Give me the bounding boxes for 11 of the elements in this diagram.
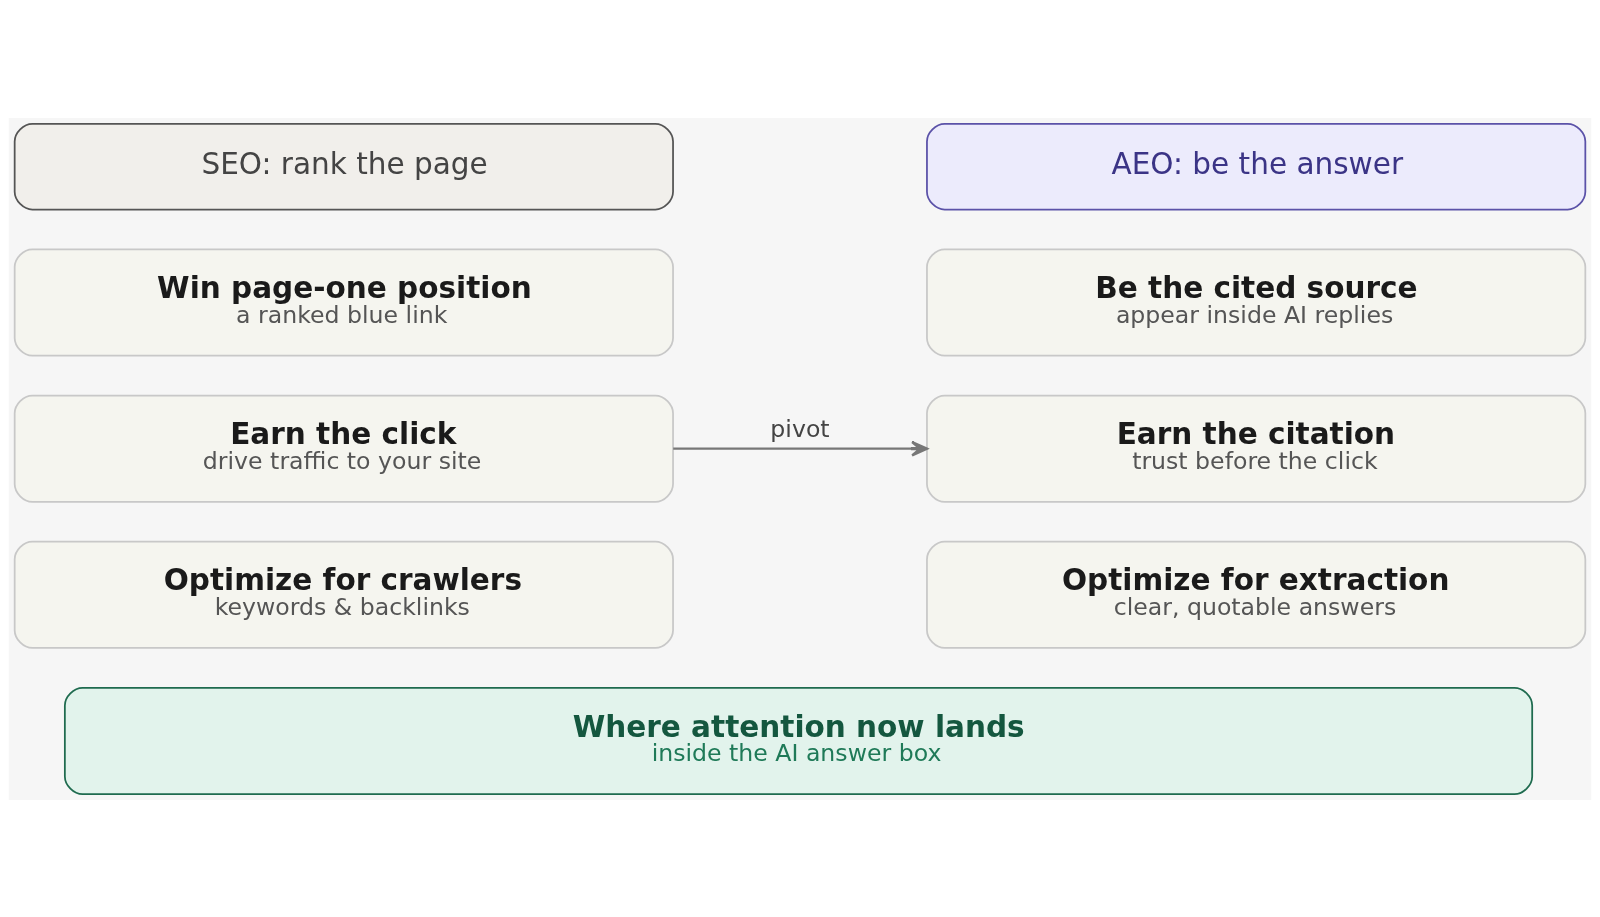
node-box: Earn the click drive traffic to your site — [13, 394, 674, 503]
edge-label: pivot — [770, 414, 830, 443]
node-box: Be the cited source appear inside AI replies — [926, 248, 1587, 357]
node-box: Earn the citation trust before the click — [926, 394, 1587, 503]
node-box: SEO: rank the page — [13, 122, 674, 210]
node-box: AEO: be the answer — [926, 122, 1587, 210]
node-box: Optimize for extraction clear, quotable answers — [926, 540, 1587, 649]
node-box: Optimize for crawlers keywords & backlinks — [13, 540, 674, 649]
arrow — [673, 440, 929, 456]
node-box: Win page-one position a ranked blue link — [13, 248, 674, 357]
node-box: Where attention now lands inside the AI answer box — [63, 686, 1534, 795]
